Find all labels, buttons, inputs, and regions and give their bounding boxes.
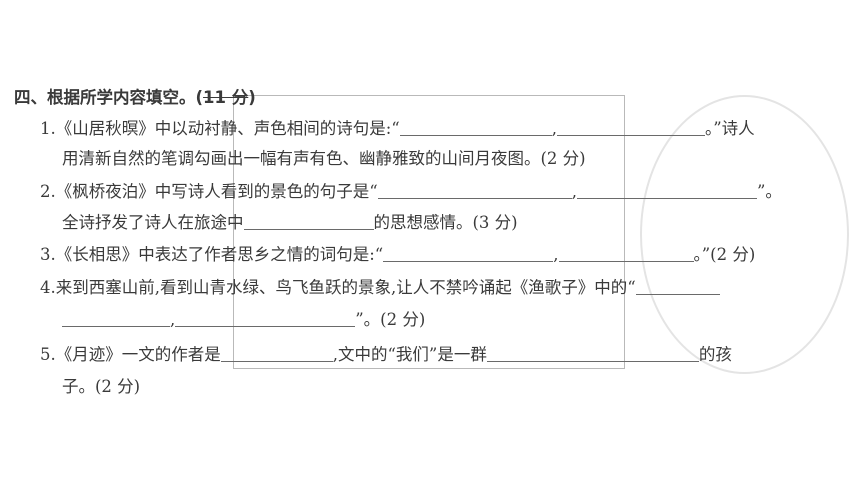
answer-blank[interactable] (383, 245, 554, 262)
answer-blank[interactable] (557, 119, 705, 136)
question-2-line-2: 全诗抒发了诗人在旅途中的思想感情。(3 分) (62, 213, 518, 232)
question-1-line-1: 1.《山居秋暝》中以动衬静、声色相间的诗句是:“,。”诗人 (40, 119, 755, 138)
section-score: 11 分 (203, 88, 249, 107)
answer-blank[interactable] (635, 278, 720, 295)
answer-blank[interactable] (576, 182, 757, 199)
question-4-line-2: ,”。(2 分) (62, 309, 425, 331)
answer-blank[interactable] (486, 345, 699, 362)
question-1-line-2: 用清新自然的笔调勾画出一幅有声有色、幽静雅致的山间月夜图。(2 分) (62, 149, 586, 168)
question-2-line-1: 2.《枫桥夜泊》中写诗人看到的景色的句子是“,”。 (40, 182, 782, 201)
section-heading: 四、根据所学内容填空。(11 分) (14, 87, 256, 109)
answer-blank[interactable] (243, 213, 374, 230)
question-3-line-1: 3.《长相思》中表达了作者思乡之情的词句是:“,。”(2 分) (40, 245, 756, 264)
answer-blank[interactable] (175, 310, 356, 327)
answer-blank[interactable] (399, 119, 552, 136)
question-5-line-1: 5.《月迹》一文的作者是,文中的“我们”是一群的孩 (40, 345, 732, 364)
answer-blank[interactable] (377, 182, 572, 199)
question-4-line-1: 4.来到西塞山前,看到山青水绿、鸟飞鱼跃的景象,让人不禁吟诵起《渔歌子》中的“ (40, 277, 720, 299)
section-title-close: ) (248, 88, 256, 107)
answer-blank[interactable] (62, 310, 170, 327)
answer-blank[interactable] (220, 345, 333, 362)
question-5-line-2: 子。(2 分) (62, 377, 141, 396)
section-title: 四、根据所学内容填空。( (14, 88, 204, 107)
answer-blank[interactable] (558, 245, 694, 262)
